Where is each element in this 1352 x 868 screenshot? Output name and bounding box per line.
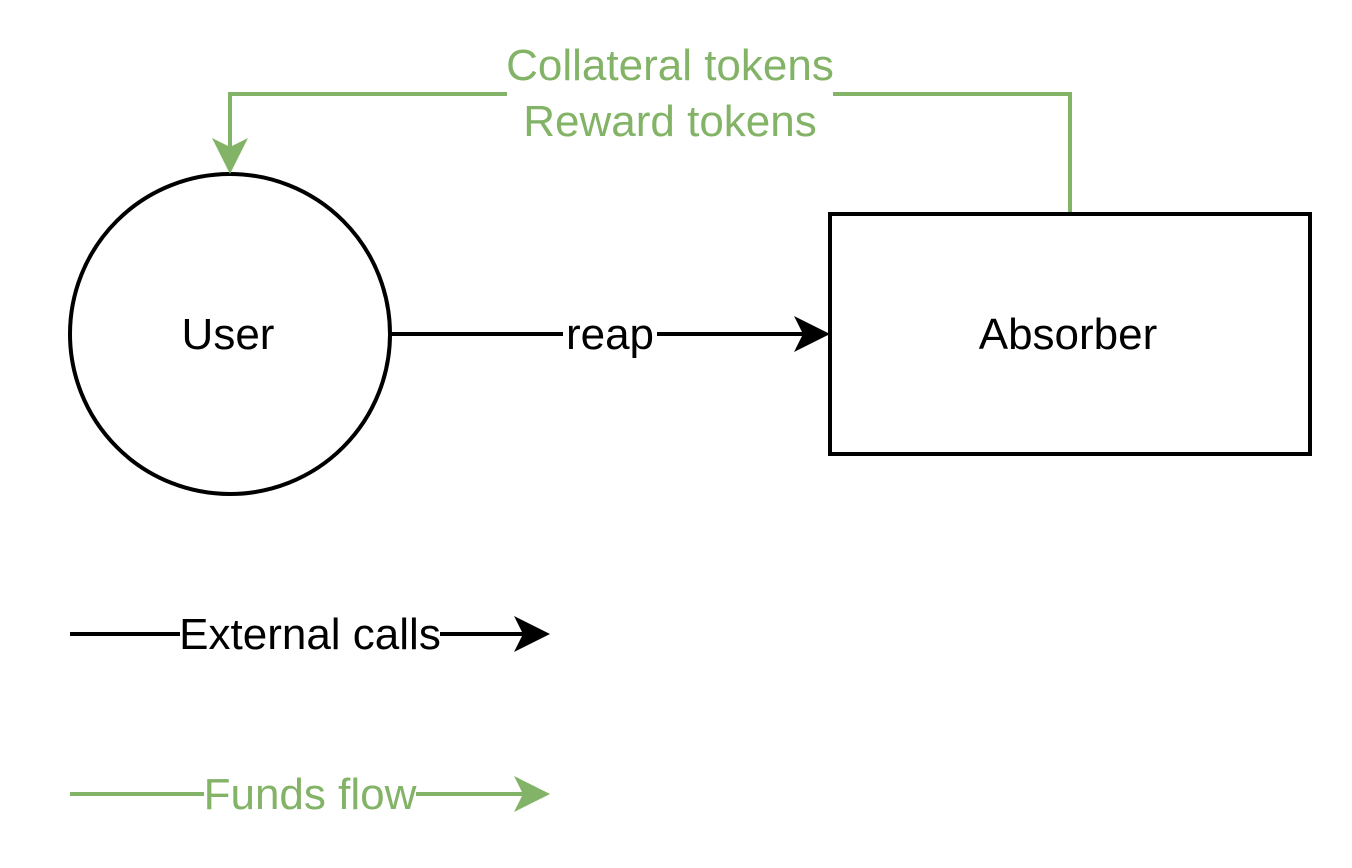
funds-return-line-left [228, 92, 507, 150]
legend-funds-flow: Funds flow [70, 770, 550, 819]
absorber-box [828, 212, 1312, 456]
legend-external-calls-arrowhead [514, 616, 550, 652]
funds-return-label-line1: Collateral tokens [506, 41, 834, 90]
reap-edge: reap [392, 310, 830, 359]
absorber-node[interactable]: Absorber [828, 212, 1312, 456]
absorber-label: Absorber [979, 310, 1158, 359]
funds-return-line-right [833, 92, 1072, 212]
reap-label: reap [566, 310, 654, 359]
legend-external-calls-label: External calls [179, 610, 441, 659]
reap-arrowhead [794, 316, 830, 352]
funds-return-edge: Collateral tokens Reward tokens [212, 41, 1072, 212]
user-node[interactable]: User [68, 172, 392, 496]
funds-return-arrowhead [212, 138, 248, 174]
legend-funds-flow-arrowhead [514, 776, 550, 812]
funds-return-label-line2: Reward tokens [523, 97, 816, 146]
user-label: User [182, 310, 275, 359]
legend-funds-flow-label: Funds flow [204, 770, 417, 819]
legend-external-calls: External calls [70, 610, 550, 659]
